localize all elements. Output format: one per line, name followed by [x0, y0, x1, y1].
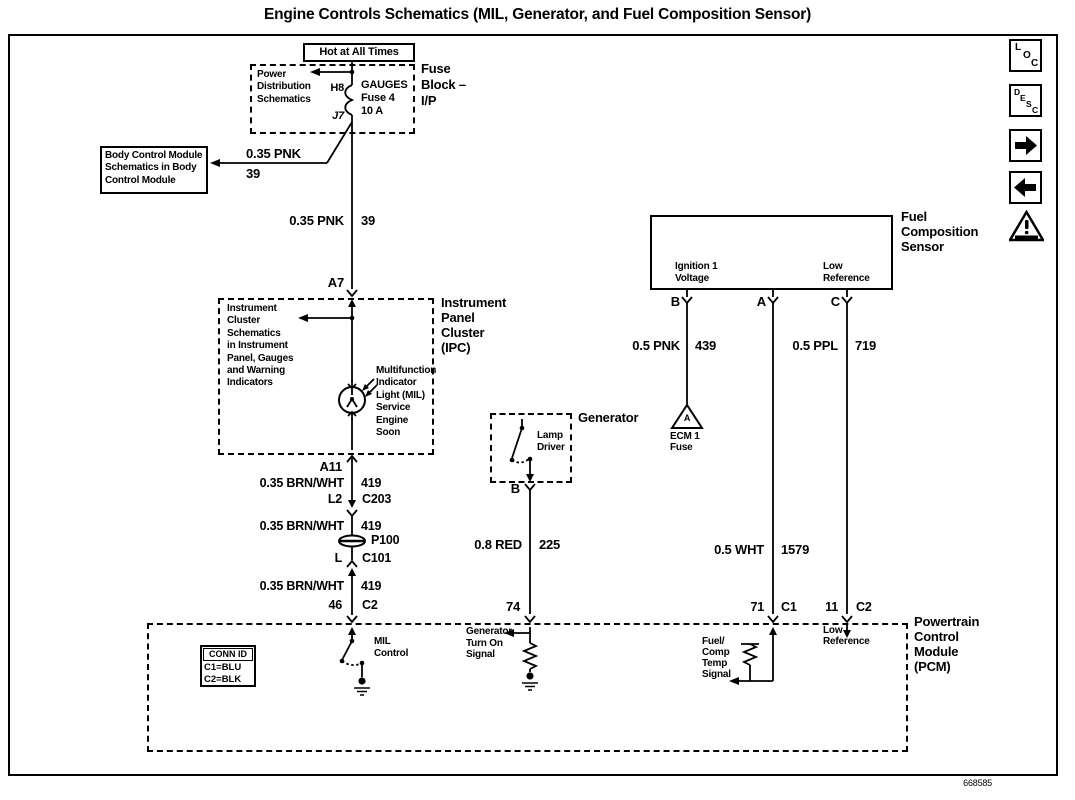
- caution-triangle-icon: [1009, 210, 1044, 242]
- arrow-right-icon: [1015, 136, 1037, 155]
- ppl719-wire-circuit: 719: [855, 338, 877, 353]
- ipc-box: [218, 298, 434, 455]
- next-button[interactable]: [1009, 129, 1042, 162]
- generator-label: Generator: [578, 410, 639, 425]
- wire3-circuit: 419: [361, 579, 382, 593]
- hot-at-all-times-box: Hot at All Times: [303, 43, 415, 62]
- fuse-block-box: [250, 64, 415, 134]
- grommet-p100-label: P100: [371, 533, 400, 547]
- ecm-fuse-letter: A: [683, 413, 691, 423]
- wire1-name: 0.35 BRN/WHT: [259, 476, 345, 490]
- ecm-fuse-label: ECM 1 Fuse: [670, 431, 700, 453]
- power-distribution-ref: Power Distribution Schematics: [257, 69, 311, 105]
- ignition-voltage-label: Ignition 1 Voltage: [675, 261, 718, 285]
- pnk439-wire-name: 0.5 PNK: [632, 338, 680, 353]
- pcm-conn-c2b: C2: [856, 600, 872, 614]
- lamp-driver-label: Lamp Driver: [537, 430, 565, 454]
- ground-icon: [526, 672, 534, 680]
- ipc-label: Instrument Panel Cluster (IPC): [441, 295, 507, 355]
- fuel-sensor-arrows: [729, 627, 851, 685]
- low-reference-label: Low Reference: [823, 261, 870, 285]
- wire2-name: 0.35 BRN/WHT: [259, 519, 345, 533]
- pcm-pin-71: 71: [750, 600, 764, 614]
- pcm-pin-11: 11: [825, 600, 838, 614]
- bcm-wire-name: 0.35 PNK: [246, 146, 301, 161]
- conn-id-header: CONN ID: [203, 648, 253, 661]
- pcm-conn-c2: C2: [362, 598, 378, 612]
- pin-a7: A7: [327, 275, 344, 290]
- red-wire-name: 0.8 RED: [474, 537, 522, 552]
- pcm-conn-c1: C1: [781, 600, 797, 614]
- wht1579-wire-name: 0.5 WHT: [714, 542, 764, 557]
- fuse-pin-in: H8: [330, 82, 344, 94]
- generator-pin-b: B: [510, 481, 520, 496]
- conn1-pin: L2: [327, 492, 342, 506]
- conn-id-row-c1: C1=BLU: [204, 662, 242, 673]
- conn2-pin: L: [334, 551, 343, 565]
- pnk439-wire-circuit: 439: [695, 338, 717, 353]
- sensor-pin-a: A: [756, 294, 766, 309]
- mil-output-arrows: [348, 500, 356, 635]
- pcm-low-reference-label: Low Reference: [823, 625, 870, 647]
- sensor-pin-b: B: [670, 294, 680, 309]
- mil-control-dots: [339, 638, 366, 685]
- conn1-name: C203: [362, 492, 392, 506]
- red-wire-circuit: 225: [539, 537, 561, 552]
- fuse-block-label: Fuse Block – I/P: [421, 61, 466, 108]
- ecm-fuse-triangle-icon: [670, 403, 704, 429]
- mil-feed-arrows: [210, 68, 355, 167]
- fuse-symbol: [344, 84, 355, 116]
- prev-button[interactable]: [1009, 171, 1042, 204]
- conn-id-table: CONN ID C1=BLU C2=BLK: [200, 645, 256, 687]
- pcm-pin-46: 46: [328, 598, 342, 612]
- wht1579-wire-circuit: 1579: [781, 542, 810, 557]
- generator-turn-on-label: Generator Turn On Signal: [466, 626, 512, 660]
- ground-icon: [358, 677, 366, 685]
- generator-arrows: [504, 425, 534, 680]
- conn2-name: C101: [362, 551, 392, 565]
- resistor-icon: [521, 642, 539, 670]
- fuel-sensor-wiring: [670, 290, 853, 682]
- desc-button[interactable]: D E S C: [1009, 84, 1042, 117]
- page-title: Engine Controls Schematics (MIL, Generat…: [263, 6, 812, 23]
- diagram-frame: [8, 34, 1058, 776]
- fuse-name: GAUGES Fuse 4 10 A: [361, 79, 408, 117]
- conn-id-row-c2: C2=BLK: [204, 673, 242, 685]
- wire1-circuit: 419: [361, 476, 382, 490]
- fuel-sensor-box: Ignition 1 Voltage Low Reference: [650, 215, 893, 290]
- generator-box: [490, 413, 572, 483]
- wire2-circuit: 419: [361, 519, 382, 533]
- ipc-schematics-ref: Instrument Cluster Schematics in Instrum…: [227, 303, 294, 389]
- arrow-left-icon: [1014, 178, 1036, 197]
- sensor-pin-c: C: [830, 294, 840, 309]
- loc-button[interactable]: L O C: [1009, 39, 1042, 72]
- fuel-temp-signal-label: Fuel/ Comp Temp Signal: [702, 636, 731, 680]
- ipc-arrows: [298, 299, 372, 401]
- document-number: 668585: [963, 778, 992, 788]
- pin-a11: A11: [319, 459, 342, 474]
- mil-control-label: MIL Control: [374, 636, 409, 660]
- bcm-wire-circuit: 39: [246, 166, 261, 181]
- mil-lamp-label: Multifunction Indicator Light (MIL) Serv…: [376, 365, 437, 439]
- pcm-box: [147, 623, 908, 752]
- wire3-name: 0.35 BRN/WHT: [259, 579, 345, 593]
- ppl719-wire-name: 0.5 PPL: [792, 338, 838, 353]
- resistor-icon: [741, 643, 759, 666]
- mil-output-wire: [338, 454, 366, 639]
- bcm-reference-box: Body Control Module Schematics in Body C…: [100, 146, 208, 194]
- pnk-wire-name: 0.35 PNK: [289, 213, 344, 228]
- mil-rays-icon: [366, 378, 378, 393]
- pcm-label: Powertrain Control Module (PCM): [914, 614, 980, 674]
- caution-button[interactable]: [1009, 210, 1044, 244]
- fuse-pin-out: J7: [332, 110, 344, 122]
- fuel-sensor-label: Fuel Composition Sensor: [901, 209, 979, 254]
- bcm-reference-label: Body Control Module Schematics in Body C…: [105, 150, 203, 186]
- pcm-pin-74: 74: [505, 599, 520, 614]
- pnk-wire-circuit: 39: [361, 213, 376, 228]
